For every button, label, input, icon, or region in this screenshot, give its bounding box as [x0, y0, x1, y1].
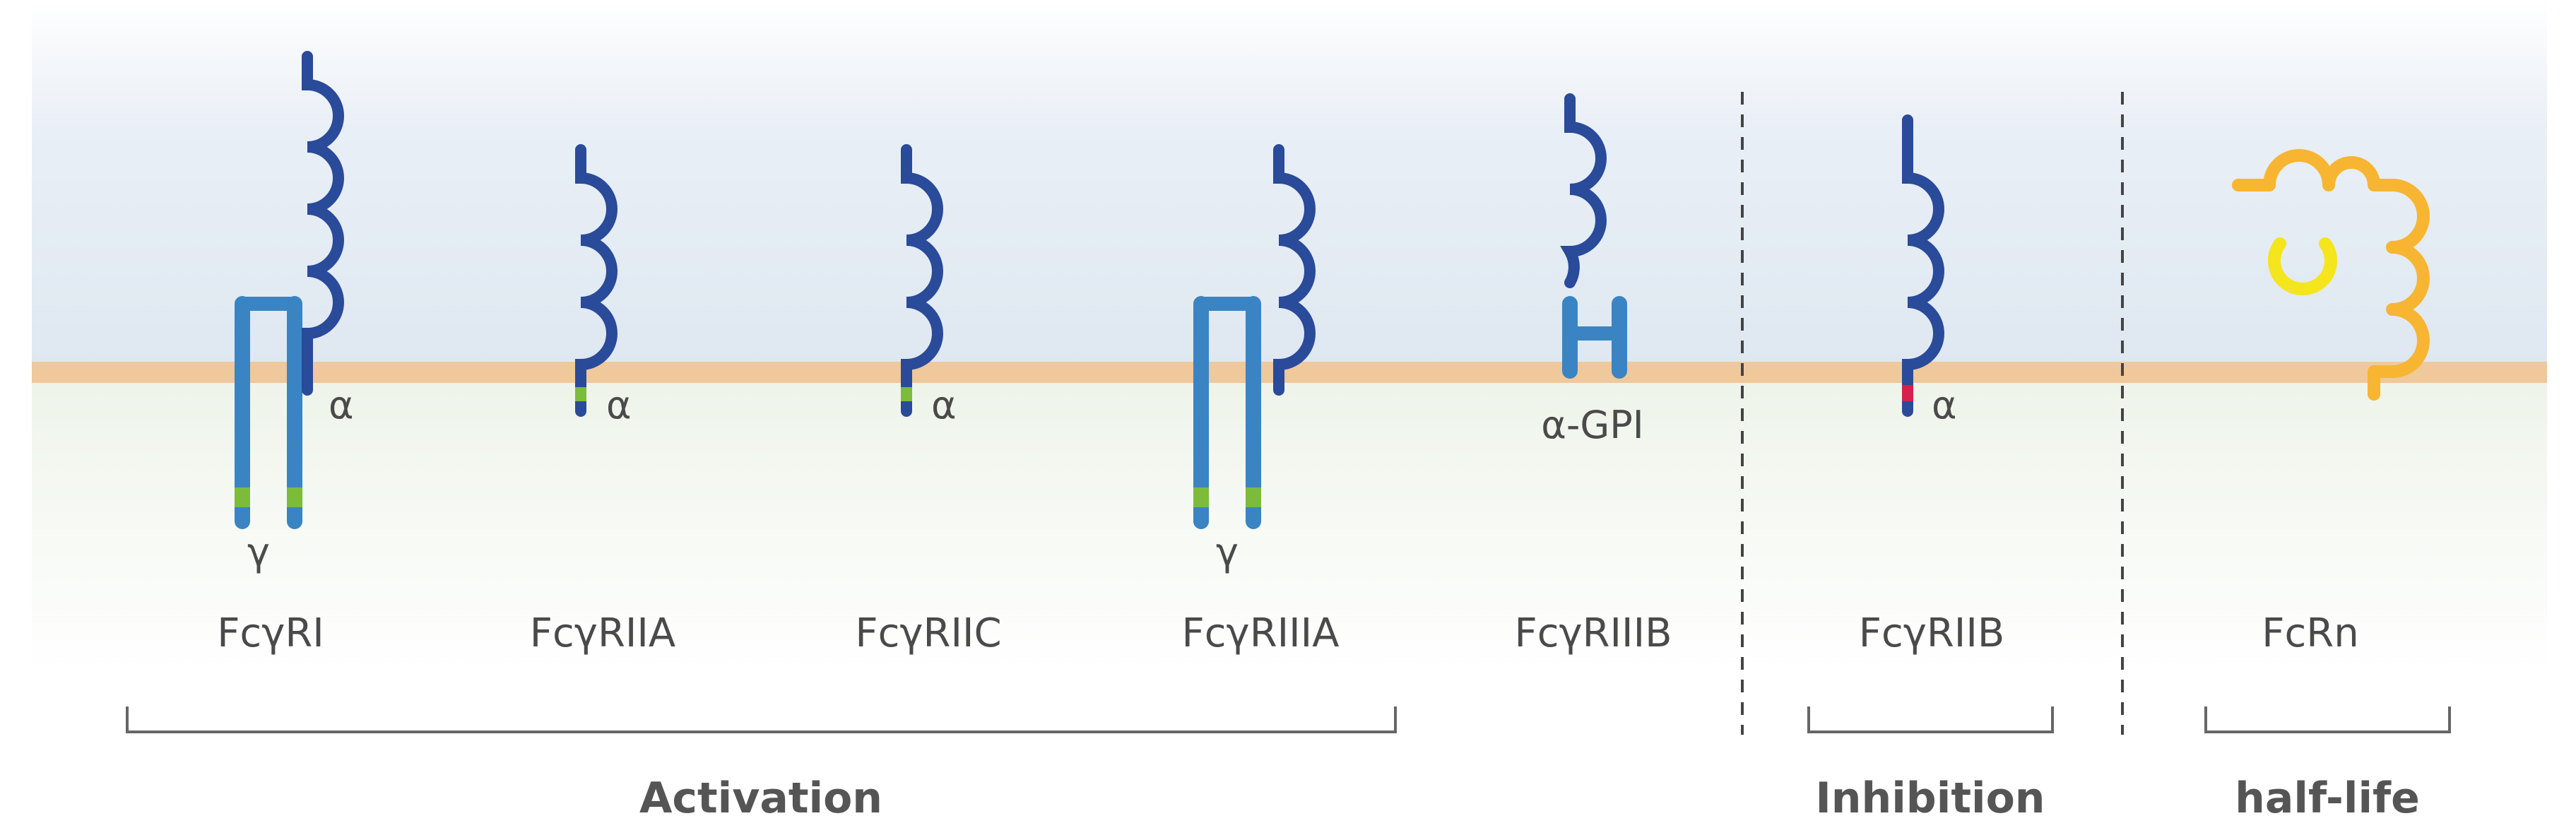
receptor-label: FcγRIIB — [1859, 610, 2005, 656]
gamma-chain-label: γ — [1216, 530, 1239, 574]
fcrn-heavy-chain — [2232, 149, 2430, 401]
gamma-chain-dimer — [1193, 296, 1261, 529]
bracket — [126, 706, 1397, 733]
receptor-label: FcRn — [2262, 610, 2358, 656]
alpha-chain — [1902, 114, 1944, 417]
gpi-anchor — [1562, 296, 1627, 379]
alpha-chain-label: α — [931, 383, 957, 427]
alpha-chain — [575, 144, 618, 417]
receptor-label: FcγRIIIB — [1514, 610, 1672, 656]
category-half-life — [2204, 706, 2451, 733]
receptor-label: FcγRIIA — [530, 610, 675, 656]
gamma-chain-label: γ — [247, 530, 270, 574]
category-inhibition — [1807, 706, 2054, 733]
category-activation — [126, 706, 1397, 733]
category-label-inhibition: Inhibition — [1815, 774, 2045, 823]
receptor-fcgriib: α FcγRIIB — [1859, 114, 2005, 656]
receptor-fcgri: α γ FcγRI — [217, 51, 354, 656]
receptor-fcgriiib: α-GPI FcγRIIIB — [1514, 93, 1672, 656]
alpha-chain-label: α — [1932, 383, 1957, 427]
gamma-chain-dimer — [235, 296, 302, 529]
beta2-microglobulin — [2268, 237, 2337, 295]
alpha-chain — [1560, 93, 1607, 288]
alpha-chain — [302, 51, 344, 396]
alpha-chain-label: α — [606, 383, 632, 427]
category-label-activation: Activation — [639, 774, 882, 823]
receptor-label: FcγRIIIA — [1182, 610, 1340, 656]
category-label-half-life: half-life — [2235, 774, 2420, 823]
receptor-fcgriia: α FcγRIIA — [530, 144, 675, 656]
alpha-chain-label: α — [329, 383, 354, 427]
receptor-fcgriic: α FcγRIIC — [855, 144, 1002, 656]
receptor-label: FcγRIIC — [855, 610, 1001, 656]
bracket — [2204, 706, 2451, 733]
alpha-chain — [1273, 144, 1316, 396]
receptor-fcgriiia: γ FcγRIIIA — [1182, 144, 1340, 656]
alpha-chain — [901, 144, 943, 417]
bracket — [1807, 706, 2054, 733]
receptor-label: FcγRI — [217, 610, 324, 656]
receptor-fcrn: FcRn — [2232, 149, 2430, 656]
intracellular-region — [32, 383, 2547, 673]
alpha-gpi-label: α-GPI — [1541, 403, 1643, 447]
